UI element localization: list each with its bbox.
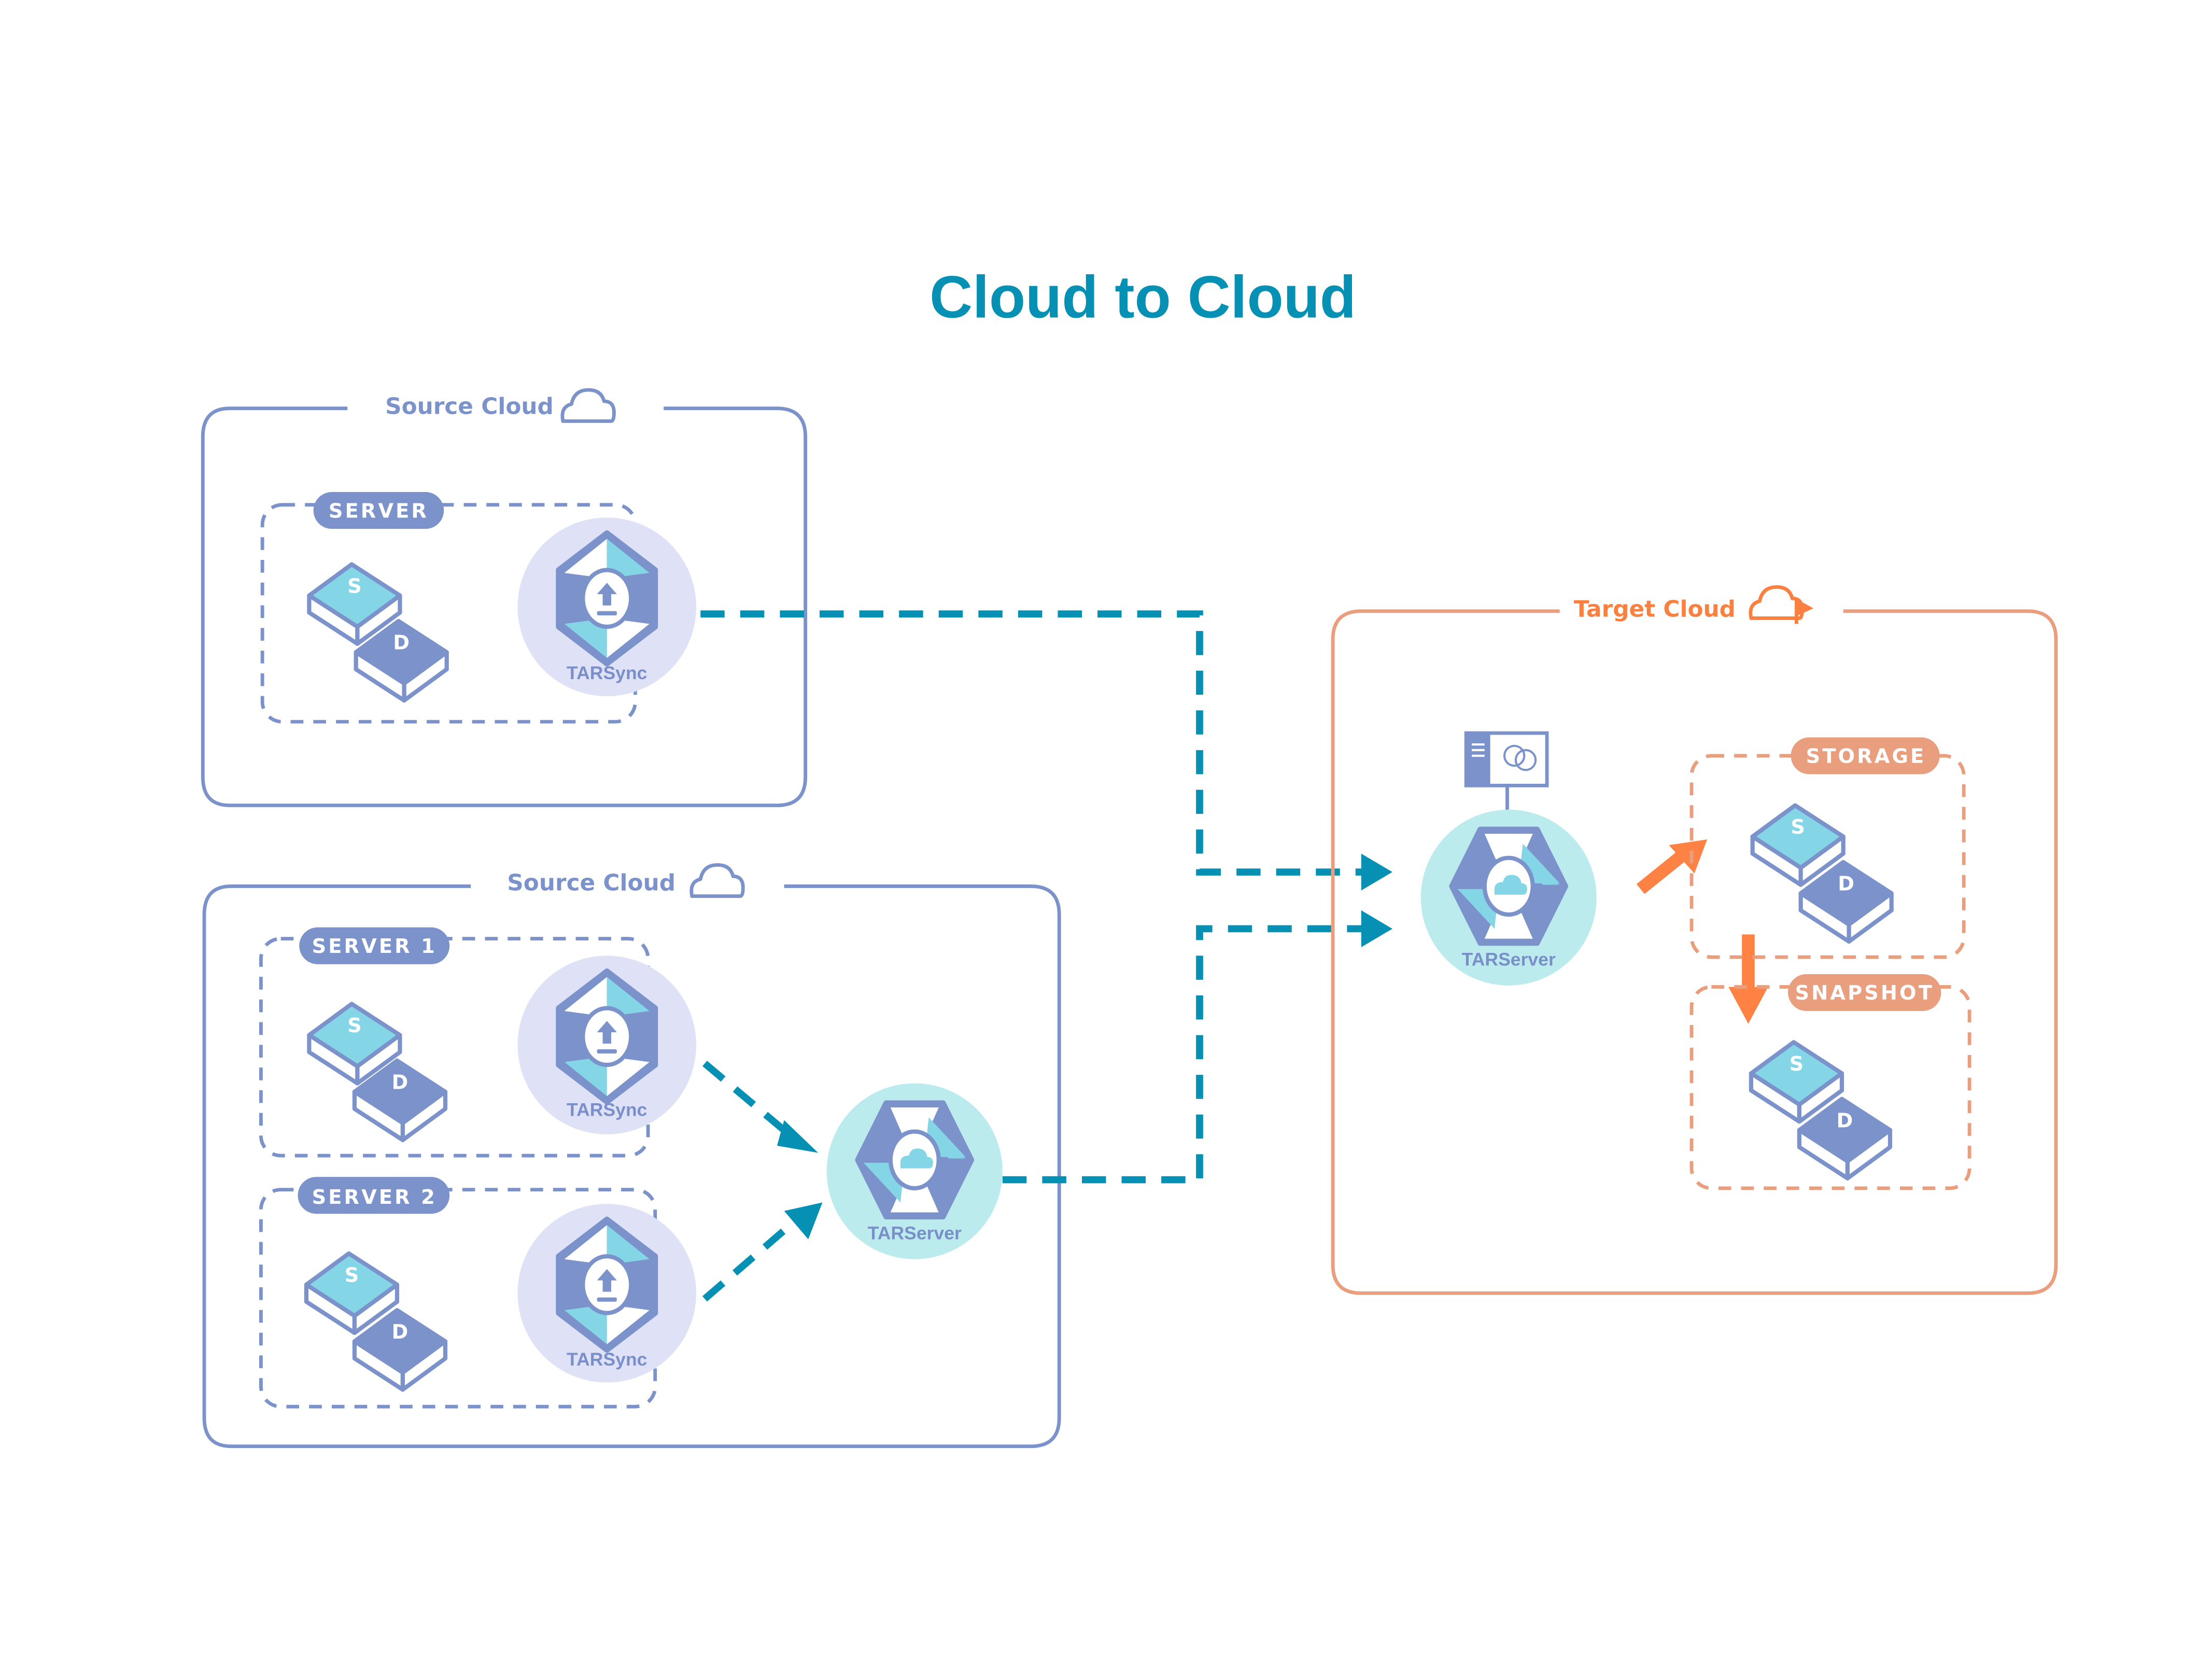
orange-arrow-to-snapshot [1728,934,1768,1024]
arrowhead-icon [784,1202,823,1240]
server-2-pill: SERVER 2 [298,1177,450,1214]
disk-s-icon: S [306,1254,397,1333]
storage-pill-label: STORAGE [1806,744,1926,768]
tarsync-node-2[interactable]: TARSync [517,1204,697,1383]
tarsync-label: TARSync [567,1099,647,1120]
disk-s-letter: S [345,1263,359,1287]
orange-arrow-to-storage [1636,839,1708,894]
connector-sync1-to-relay [702,1061,797,1142]
disk-s-letter: S [1790,1052,1804,1076]
cloud-flag-icon [1751,587,1814,624]
disk-d-letter: D [393,631,410,655]
target-cloud-frame [1331,609,2058,1295]
server-2-pill-label: SERVER 2 [312,1186,437,1209]
disk-d-icon: D [355,1061,445,1140]
connector-cloud2-to-target [1002,925,1364,1184]
disk-s-icon: S [309,1004,400,1083]
source-cloud-2-frame [202,884,1061,1449]
diagram-title: Cloud to Cloud [929,264,1356,331]
disk-d-icon: D [356,621,447,700]
server-pill-label: SERVER [329,499,429,523]
disk-d-letter: D [392,1071,408,1094]
disk-d-letter: D [1837,1109,1853,1132]
tarsync-label: TARSync [567,663,647,683]
snapshot-pill: SNAPSHOT [1788,974,1941,1011]
server-1-group [259,937,650,1158]
disk-s-icon: S [1753,806,1843,885]
server-1-pill: SERVER 1 [299,927,450,964]
disk-d-icon: D [1799,1099,1890,1178]
disk-d-icon: D [1801,862,1892,941]
arrowhead-icon [1361,853,1392,891]
arrowhead-icon [777,1120,819,1153]
source-cloud-2-label: Source Cloud [507,870,675,896]
disk-d-letter: D [392,1320,408,1344]
connector-sync2-to-relay [702,1216,799,1302]
connector-cloud1-to-target [700,610,1364,876]
source-cloud-1-frame [201,406,808,807]
tarsync-node[interactable]: TARSync [517,517,697,696]
target-cloud: Target Cloud TARServer [1331,587,2058,1295]
source-cloud-2: Source Cloud SERVER 1 S D TARSync SERVER… [202,865,1061,1449]
cloud-icon [562,390,614,421]
brain-console-icon [1464,731,1549,811]
storage-pill: STORAGE [1791,737,1940,775]
snapshot-pill-label: SNAPSHOT [1795,981,1934,1005]
disk-s-letter: S [347,574,362,598]
connectors [700,610,1392,1302]
tarserver-label: TARServer [1462,949,1556,970]
tarserver-relay-node[interactable]: TARServer [826,1083,1003,1259]
tarserver-target-node[interactable]: TARServer [1420,809,1597,986]
disk-s-letter: S [1791,816,1805,839]
server-2-group [259,1188,657,1409]
cloud-icon [692,865,743,896]
cloud-hexagon-icon [858,1103,971,1217]
server-group [260,503,637,724]
source-cloud-1-label: Source Cloud [385,393,554,420]
target-cloud-label: Target Cloud [1574,596,1736,623]
source-cloud-1: Source Cloud SERVER S D TARSync [201,390,808,807]
tarsync-node-1[interactable]: TARSync [517,955,697,1135]
disk-d-icon: D [355,1310,445,1389]
disk-d-letter: D [1838,873,1854,896]
disk-s-icon: S [309,565,400,644]
cloud-hexagon-icon [1452,830,1566,943]
tarsync-label: TARSync [567,1349,647,1370]
tarserver-label: TARServer [868,1222,962,1243]
disk-s-letter: S [347,1014,362,1037]
arrowhead-icon [1361,910,1392,948]
server-pill: SERVER [313,492,444,529]
server-1-pill-label: SERVER 1 [312,935,437,958]
disk-s-icon: S [1751,1042,1842,1121]
